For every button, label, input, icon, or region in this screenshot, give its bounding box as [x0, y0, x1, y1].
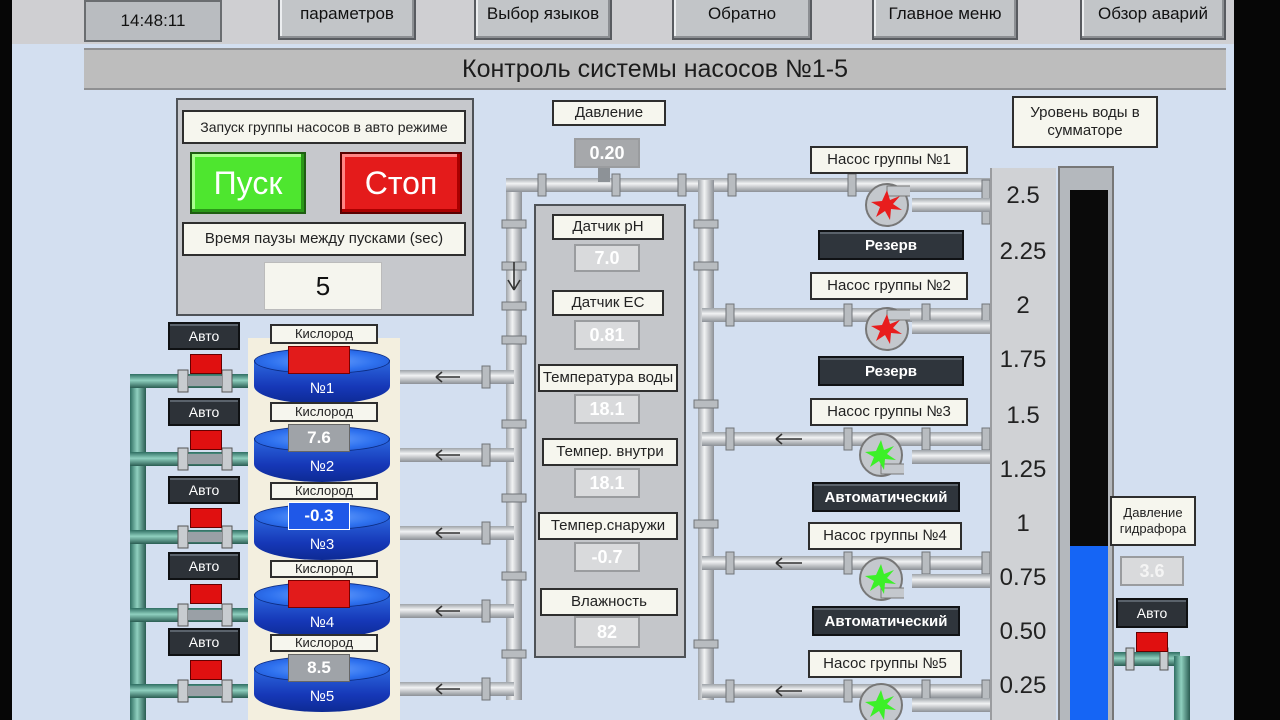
scale-label: 2 [1016, 292, 1030, 319]
pump-3-label: Насос группы №3 [810, 398, 968, 426]
water-level-gauge [1058, 166, 1114, 720]
tank-2-valve-indicator [190, 430, 222, 450]
pump-2-label: Насос группы №2 [810, 272, 968, 300]
water-level-fill [1070, 545, 1108, 720]
humidity-label: Влажность [540, 588, 678, 616]
scale-label: 2.25 [999, 238, 1047, 265]
pump-4-icon [859, 557, 906, 601]
tank-4: №4 [254, 580, 390, 640]
scale-label: 1.5 [1006, 402, 1040, 429]
scale-label: 1.75 [999, 346, 1047, 373]
tank-1-valve-indicator [190, 354, 222, 374]
pump-4-label: Насос группы №4 [808, 522, 962, 550]
tank-4-name: №4 [309, 614, 335, 631]
tank-4-auto-button[interactable]: Авто [168, 552, 240, 580]
pump-3-icon [859, 433, 906, 477]
hydrophore-pressure-value: 3.6 [1120, 556, 1184, 586]
hmi-screen: 14:48:11 параметров Выбор языков Обратно… [12, 0, 1234, 720]
tank-1-name: №1 [309, 380, 335, 397]
ec-sensor-label: Датчик EC [552, 290, 664, 316]
parameters-button[interactable]: параметров [278, 0, 416, 40]
back-button[interactable]: Обратно [672, 0, 812, 40]
tank-4-oxygen-label: Кислород [270, 560, 378, 578]
tank-4-oxygen-value [288, 580, 350, 608]
water-level-scale [990, 168, 1056, 720]
scale-label: 1 [1016, 510, 1030, 537]
hydrophore-valve-indicator [1136, 632, 1168, 652]
ph-sensor-value: 7.0 [574, 244, 640, 272]
tank-3-oxygen-value: -0.3 [288, 502, 350, 530]
pump-5-label: Насос группы №5 [808, 650, 962, 678]
tank-3: -0.3 №3 [254, 502, 390, 562]
tank-2: 7.6 №2 [254, 424, 390, 484]
outside-temp-label: Темпер.снаружи [538, 512, 678, 540]
tank-3-oxygen-label: Кислород [270, 482, 378, 500]
water-temp-label: Температура воды [538, 364, 678, 392]
inside-temp-label: Темпер. внутри [542, 438, 678, 466]
auto-start-label: Запуск группы насосов в авто режиме [182, 110, 466, 144]
tank-4-valve-indicator [190, 584, 222, 604]
tank-5: 8.5 №5 [254, 654, 390, 714]
tank-3-auto-button[interactable]: Авто [168, 476, 240, 504]
pipe-network [130, 166, 1190, 720]
sensor-panel [534, 204, 686, 658]
tank-5-oxygen-value: 8.5 [288, 654, 350, 682]
tank-1-oxygen-value [288, 346, 350, 374]
pause-time-label: Время паузы между пусками (sec) [182, 222, 466, 256]
pump-2[interactable] [864, 306, 912, 352]
pump-5-icon [859, 683, 903, 720]
scale-label: 0.75 [999, 564, 1047, 591]
tank-5-name: №5 [309, 688, 335, 705]
pump-1-icon [865, 183, 912, 227]
scale-label: 1.25 [999, 456, 1047, 483]
pressure-value: 0.20 [574, 138, 640, 168]
alarm-overview-button[interactable]: Обзор аварий [1080, 0, 1226, 40]
stop-button[interactable]: Стоп [340, 152, 462, 214]
tank-3-valve-indicator [190, 508, 222, 528]
pump-1[interactable] [864, 182, 912, 228]
tank-5-oxygen-label: Кислород [270, 634, 378, 652]
hydrophore-auto-button[interactable]: Авто [1116, 598, 1188, 628]
pump-4-mode-button[interactable]: Автоматический [812, 606, 960, 636]
humidity-value: 82 [574, 616, 640, 648]
pump-2-icon [865, 307, 912, 351]
water-temp-value: 18.1 [574, 394, 640, 424]
pump-5[interactable] [858, 682, 904, 720]
ph-sensor-label: Датчик pH [552, 214, 664, 240]
pump-4[interactable] [858, 556, 906, 602]
page-title: Контроль системы насосов №1-5 [84, 48, 1226, 90]
pump-1-mode-button[interactable]: Резерв [818, 230, 964, 260]
ec-sensor-value: 0.81 [574, 320, 640, 350]
pump-3[interactable] [858, 432, 906, 478]
scale-label: 2.5 [1006, 182, 1040, 209]
tank-5-auto-button[interactable]: Авто [168, 628, 240, 656]
main-menu-button[interactable]: Главное меню [872, 0, 1018, 40]
language-select-button[interactable]: Выбор языков [474, 0, 612, 40]
tank-2-auto-button[interactable]: Авто [168, 398, 240, 426]
start-button[interactable]: Пуск [190, 152, 306, 214]
tank-2-name: №2 [309, 458, 335, 475]
pump-1-label: Насос группы №1 [810, 146, 968, 174]
tank-3-name: №3 [309, 536, 335, 553]
tank-1: №1 [254, 346, 390, 406]
clock-display: 14:48:11 [84, 0, 222, 42]
scale-label: 0.25 [999, 672, 1047, 699]
scale-label: 0.50 [999, 618, 1047, 645]
top-toolbar: 14:48:11 параметров Выбор языков Обратно… [12, 0, 1234, 44]
hydrophore-pressure-label: Давление гидрафора [1110, 496, 1196, 546]
tank-2-oxygen-label: Кислород [270, 402, 378, 422]
pause-time-input[interactable]: 5 [264, 262, 382, 310]
inside-temp-value: 18.1 [574, 468, 640, 498]
outside-temp-value: -0.7 [574, 542, 640, 572]
water-level-label: Уровень воды в сумматоре [1012, 96, 1158, 148]
tank-2-oxygen-value: 7.6 [288, 424, 350, 452]
pressure-label: Давление [552, 100, 666, 126]
pump-2-mode-button[interactable]: Резерв [818, 356, 964, 386]
tank-5-valve-indicator [190, 660, 222, 680]
tank-1-oxygen-label: Кислород [270, 324, 378, 344]
tank-1-auto-button[interactable]: Авто [168, 322, 240, 350]
pump-3-mode-button[interactable]: Автоматический [812, 482, 960, 512]
